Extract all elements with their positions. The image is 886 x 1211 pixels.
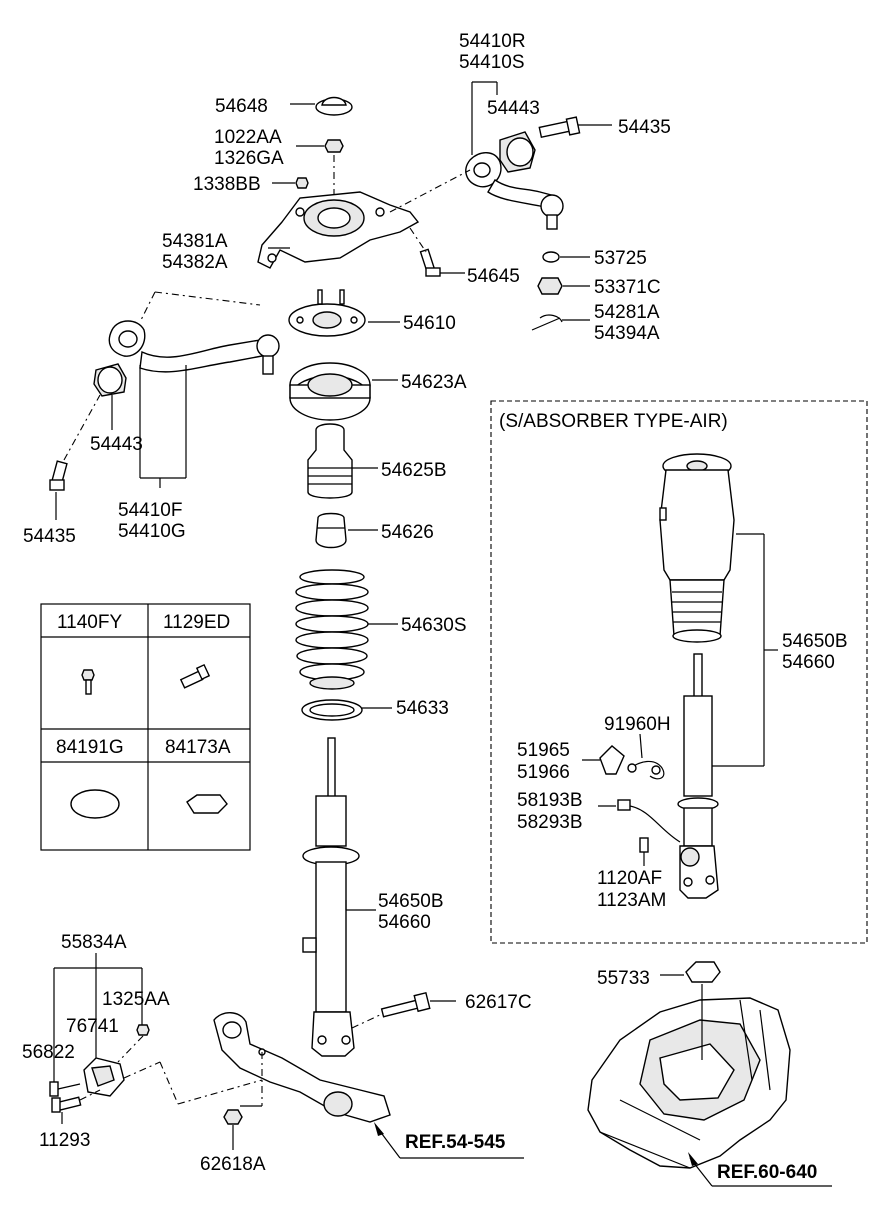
table-cell-1129ed: 1129ED bbox=[163, 612, 230, 633]
label-1022aa: 1022AA bbox=[214, 127, 282, 148]
label-54435-left: 54435 bbox=[23, 526, 76, 547]
label-54443-left: 54443 bbox=[90, 434, 143, 455]
bolt-56822-part bbox=[49, 1081, 81, 1097]
label-54410g: 54410G bbox=[118, 521, 186, 542]
label-54443-top: 54443 bbox=[487, 98, 540, 119]
lower-spring-seat-part bbox=[301, 699, 363, 721]
bolt-flange-icon bbox=[179, 663, 211, 689]
label-1326ga: 1326GA bbox=[214, 148, 284, 169]
fastener-table bbox=[40, 603, 251, 851]
label-54394a: 54394A bbox=[594, 323, 660, 344]
bolt-top-part bbox=[538, 116, 581, 139]
label-54410r: 54410R bbox=[459, 31, 526, 52]
label-54435-top: 54435 bbox=[618, 117, 671, 138]
table-cell-84173a: 84173A bbox=[165, 737, 231, 758]
bolt-icon bbox=[81, 669, 95, 695]
label-air-54660: 54660 bbox=[782, 652, 835, 673]
label-76741: 76741 bbox=[66, 1016, 119, 1037]
bolt-left-part bbox=[49, 460, 68, 491]
label-58293b: 58293B bbox=[517, 812, 583, 833]
upper-spring-seat-part bbox=[288, 289, 366, 337]
label-54633: 54633 bbox=[396, 698, 449, 719]
table-cell-1140fy: 1140FY bbox=[57, 612, 122, 633]
bumper-54626-part bbox=[315, 512, 347, 549]
label-54625b: 54625B bbox=[381, 460, 447, 481]
upper-arm-right-part bbox=[465, 152, 564, 230]
label-54382a: 54382A bbox=[162, 252, 228, 273]
air-section-title: (S/ABSORBER TYPE-AIR) bbox=[499, 411, 728, 432]
wheel-house-part bbox=[587, 997, 791, 1169]
spring-pad-part bbox=[289, 362, 371, 421]
air-strut-part bbox=[677, 653, 719, 899]
label-54623a: 54623A bbox=[401, 372, 467, 393]
ref-60640-label: REF.60-640 bbox=[717, 1162, 817, 1183]
nut-1325aa-part bbox=[136, 1024, 150, 1036]
sensor-wire-part bbox=[627, 760, 665, 780]
ref-60640-leader bbox=[688, 1152, 832, 1187]
label-53725: 53725 bbox=[594, 248, 647, 269]
label-55834a: 55834A bbox=[61, 932, 127, 953]
label-55733: 55733 bbox=[597, 968, 650, 989]
upper-cap-part bbox=[315, 96, 353, 116]
label-54648: 54648 bbox=[215, 96, 268, 117]
label-1338bb: 1338BB bbox=[193, 174, 261, 195]
table-cell-84191g: 84191G bbox=[56, 737, 124, 758]
label-54650b: 54650B bbox=[378, 891, 444, 912]
label-air-54650b: 54650B bbox=[782, 631, 848, 652]
label-91960h: 91960H bbox=[604, 714, 671, 735]
label-11293: 11293 bbox=[39, 1130, 90, 1151]
label-54660: 54660 bbox=[378, 912, 431, 933]
bolt-11293-part bbox=[51, 1096, 82, 1113]
label-1123am: 1123AM bbox=[597, 890, 666, 911]
dust-boot-part bbox=[295, 569, 369, 690]
upper-arm-left-part bbox=[108, 320, 280, 375]
bushing-left-part bbox=[93, 363, 127, 397]
sensor-clip-part bbox=[617, 799, 681, 853]
label-62617c: 62617C bbox=[465, 992, 532, 1013]
sensor-bracket-air-part bbox=[599, 745, 625, 775]
nut-53371c-part bbox=[537, 277, 563, 295]
label-56822: 56822 bbox=[22, 1042, 75, 1063]
label-54645: 54645 bbox=[467, 266, 520, 287]
ref-54545-leader bbox=[374, 1122, 524, 1159]
label-51965: 51965 bbox=[517, 740, 570, 761]
upper-mount-bracket-part bbox=[257, 191, 420, 269]
nut-1338bb-part bbox=[295, 177, 309, 189]
label-54281a: 54281A bbox=[594, 302, 660, 323]
air-spring-part bbox=[659, 453, 735, 643]
label-58193b: 58193B bbox=[517, 790, 583, 811]
hex-plug-icon bbox=[186, 794, 228, 814]
bolt-54645-part bbox=[419, 248, 441, 277]
label-54610: 54610 bbox=[403, 313, 456, 334]
label-53371c: 53371C bbox=[594, 277, 661, 298]
lower-arm-part bbox=[213, 1012, 391, 1123]
cotter-pin-part bbox=[531, 314, 563, 331]
bolt-62617c-part bbox=[380, 991, 431, 1018]
shock-absorber-part bbox=[302, 737, 360, 1057]
sensor-bracket-part bbox=[83, 1057, 125, 1097]
label-54626: 54626 bbox=[381, 522, 434, 543]
nut-1022aa-part bbox=[324, 139, 344, 153]
label-51966: 51966 bbox=[517, 762, 570, 783]
oval-plug-icon bbox=[70, 789, 120, 819]
label-1120af: 1120AF bbox=[597, 868, 662, 889]
label-54410s: 54410S bbox=[459, 52, 525, 73]
label-54381a: 54381A bbox=[162, 231, 228, 252]
ref-54545-label: REF.54-545 bbox=[405, 1132, 506, 1153]
label-54410f: 54410F bbox=[118, 500, 182, 521]
plug-55733-part bbox=[685, 961, 721, 983]
washer-53725-part bbox=[542, 251, 560, 263]
air-absorber-section bbox=[490, 400, 868, 944]
label-54630s: 54630S bbox=[401, 615, 467, 636]
bushing-top-part bbox=[499, 131, 536, 173]
bump-stop-part bbox=[307, 423, 353, 499]
nut-62618a-part bbox=[223, 1109, 243, 1125]
label-1325aa: 1325AA bbox=[102, 989, 170, 1010]
label-62618a: 62618A bbox=[200, 1154, 266, 1175]
